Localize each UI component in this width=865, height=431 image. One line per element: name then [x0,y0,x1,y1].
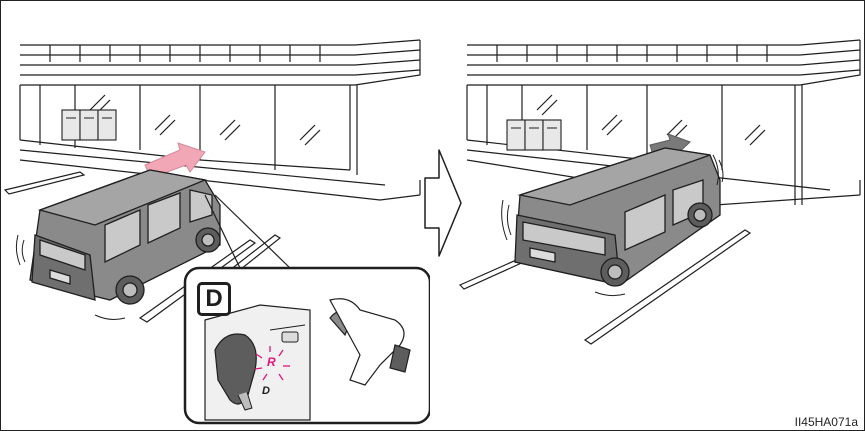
scene-after [455,0,865,431]
scene-before [0,0,430,431]
sidewalk [20,150,420,200]
shift-position-r: R [267,356,276,368]
building-roof [467,40,860,85]
recycling-bins [507,120,561,150]
building-roof [20,40,420,85]
recycling-bins [62,110,116,140]
gear-badge: D [197,282,231,316]
van-illustration [515,148,720,286]
gear-badge-label: D [205,287,222,311]
panel-before: D R D [0,0,430,431]
panel-after [455,0,865,431]
figure-id-label: II45HA071a [794,415,859,429]
shift-position-d: D [262,386,270,397]
